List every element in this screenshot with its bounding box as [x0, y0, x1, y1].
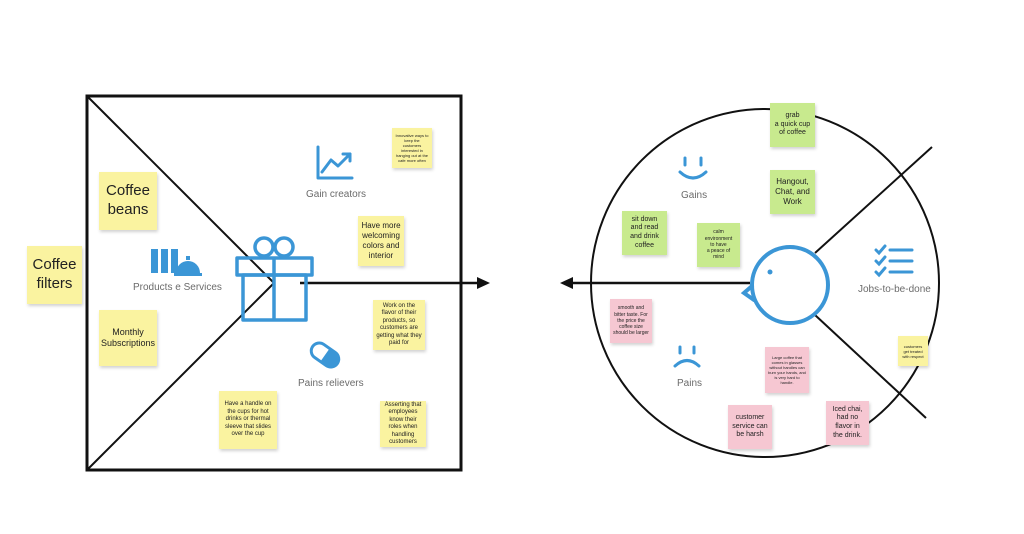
products-services-icon — [151, 249, 202, 276]
frown-icon — [673, 345, 701, 368]
chart-growth-icon — [316, 145, 354, 180]
sticky-note-monthly-subscriptions[interactable]: Monthly Subscriptions — [99, 310, 157, 366]
checklist-icon — [874, 244, 914, 278]
sticky-note-innovative-ways[interactable]: Innovative ways to keep the customers in… — [392, 128, 432, 168]
sticky-note-smooth-bitter[interactable]: smooth and bitter taste. For the price t… — [610, 299, 652, 343]
sticky-note-hangout[interactable]: Hangout, Chat, and Work — [770, 170, 815, 214]
products-services-label: Products e Services — [133, 282, 222, 293]
sticky-note-calm-environment[interactable]: calm environment to have a peace of mind — [697, 223, 740, 267]
sticky-note-large-coffee[interactable]: Large coffee that comes in glasses witho… — [765, 347, 809, 393]
gain-creators-label: Gain creators — [306, 189, 367, 200]
sticky-note-quick-cup[interactable]: grab a quick cup of coffee — [770, 103, 815, 147]
sticky-note-sit-down[interactable]: sit down and read and drink coffee — [622, 211, 667, 255]
sticky-note-treated-respect[interactable]: customers get treated with respect — [898, 336, 928, 366]
fit-arrow-right-head — [477, 277, 490, 289]
sticky-note-coffee-beans[interactable]: Coffee beans — [99, 172, 157, 230]
fit-arrow-left-head — [560, 277, 573, 289]
profile-divider-bottom — [814, 314, 927, 419]
sticky-note-flavor-products[interactable]: Work on the flavor of their products, so… — [373, 300, 425, 350]
pains-label: Pains — [677, 378, 703, 389]
sticky-note-coffee-filters[interactable]: Coffee filters — [27, 246, 82, 304]
sticky-note-iced-chai[interactable]: Iced chai, had no flavor in the drink. — [826, 401, 869, 445]
value-map-divider-top — [86, 95, 275, 284]
pains-relievers-label: Pains relievers — [298, 378, 364, 389]
sticky-note-employees-roles[interactable]: Asserting that employees know their role… — [380, 401, 426, 447]
sticky-note-handle-cups[interactable]: Have a handle on the cups for hot drinks… — [219, 391, 277, 449]
profile-divider-top — [814, 146, 933, 254]
sticky-note-welcoming-colors[interactable]: Have more welcoming colors and interior — [358, 216, 404, 266]
customer-face-icon — [740, 245, 830, 325]
gains-label: Gains — [681, 190, 708, 201]
jobs-to-be-done-label: Jobs-to-be-done — [858, 284, 931, 295]
pill-icon — [309, 341, 341, 369]
gift-icon — [235, 236, 314, 322]
smiley-icon — [678, 156, 708, 180]
sticky-note-customer-service[interactable]: customer service can be harsh — [728, 405, 772, 449]
